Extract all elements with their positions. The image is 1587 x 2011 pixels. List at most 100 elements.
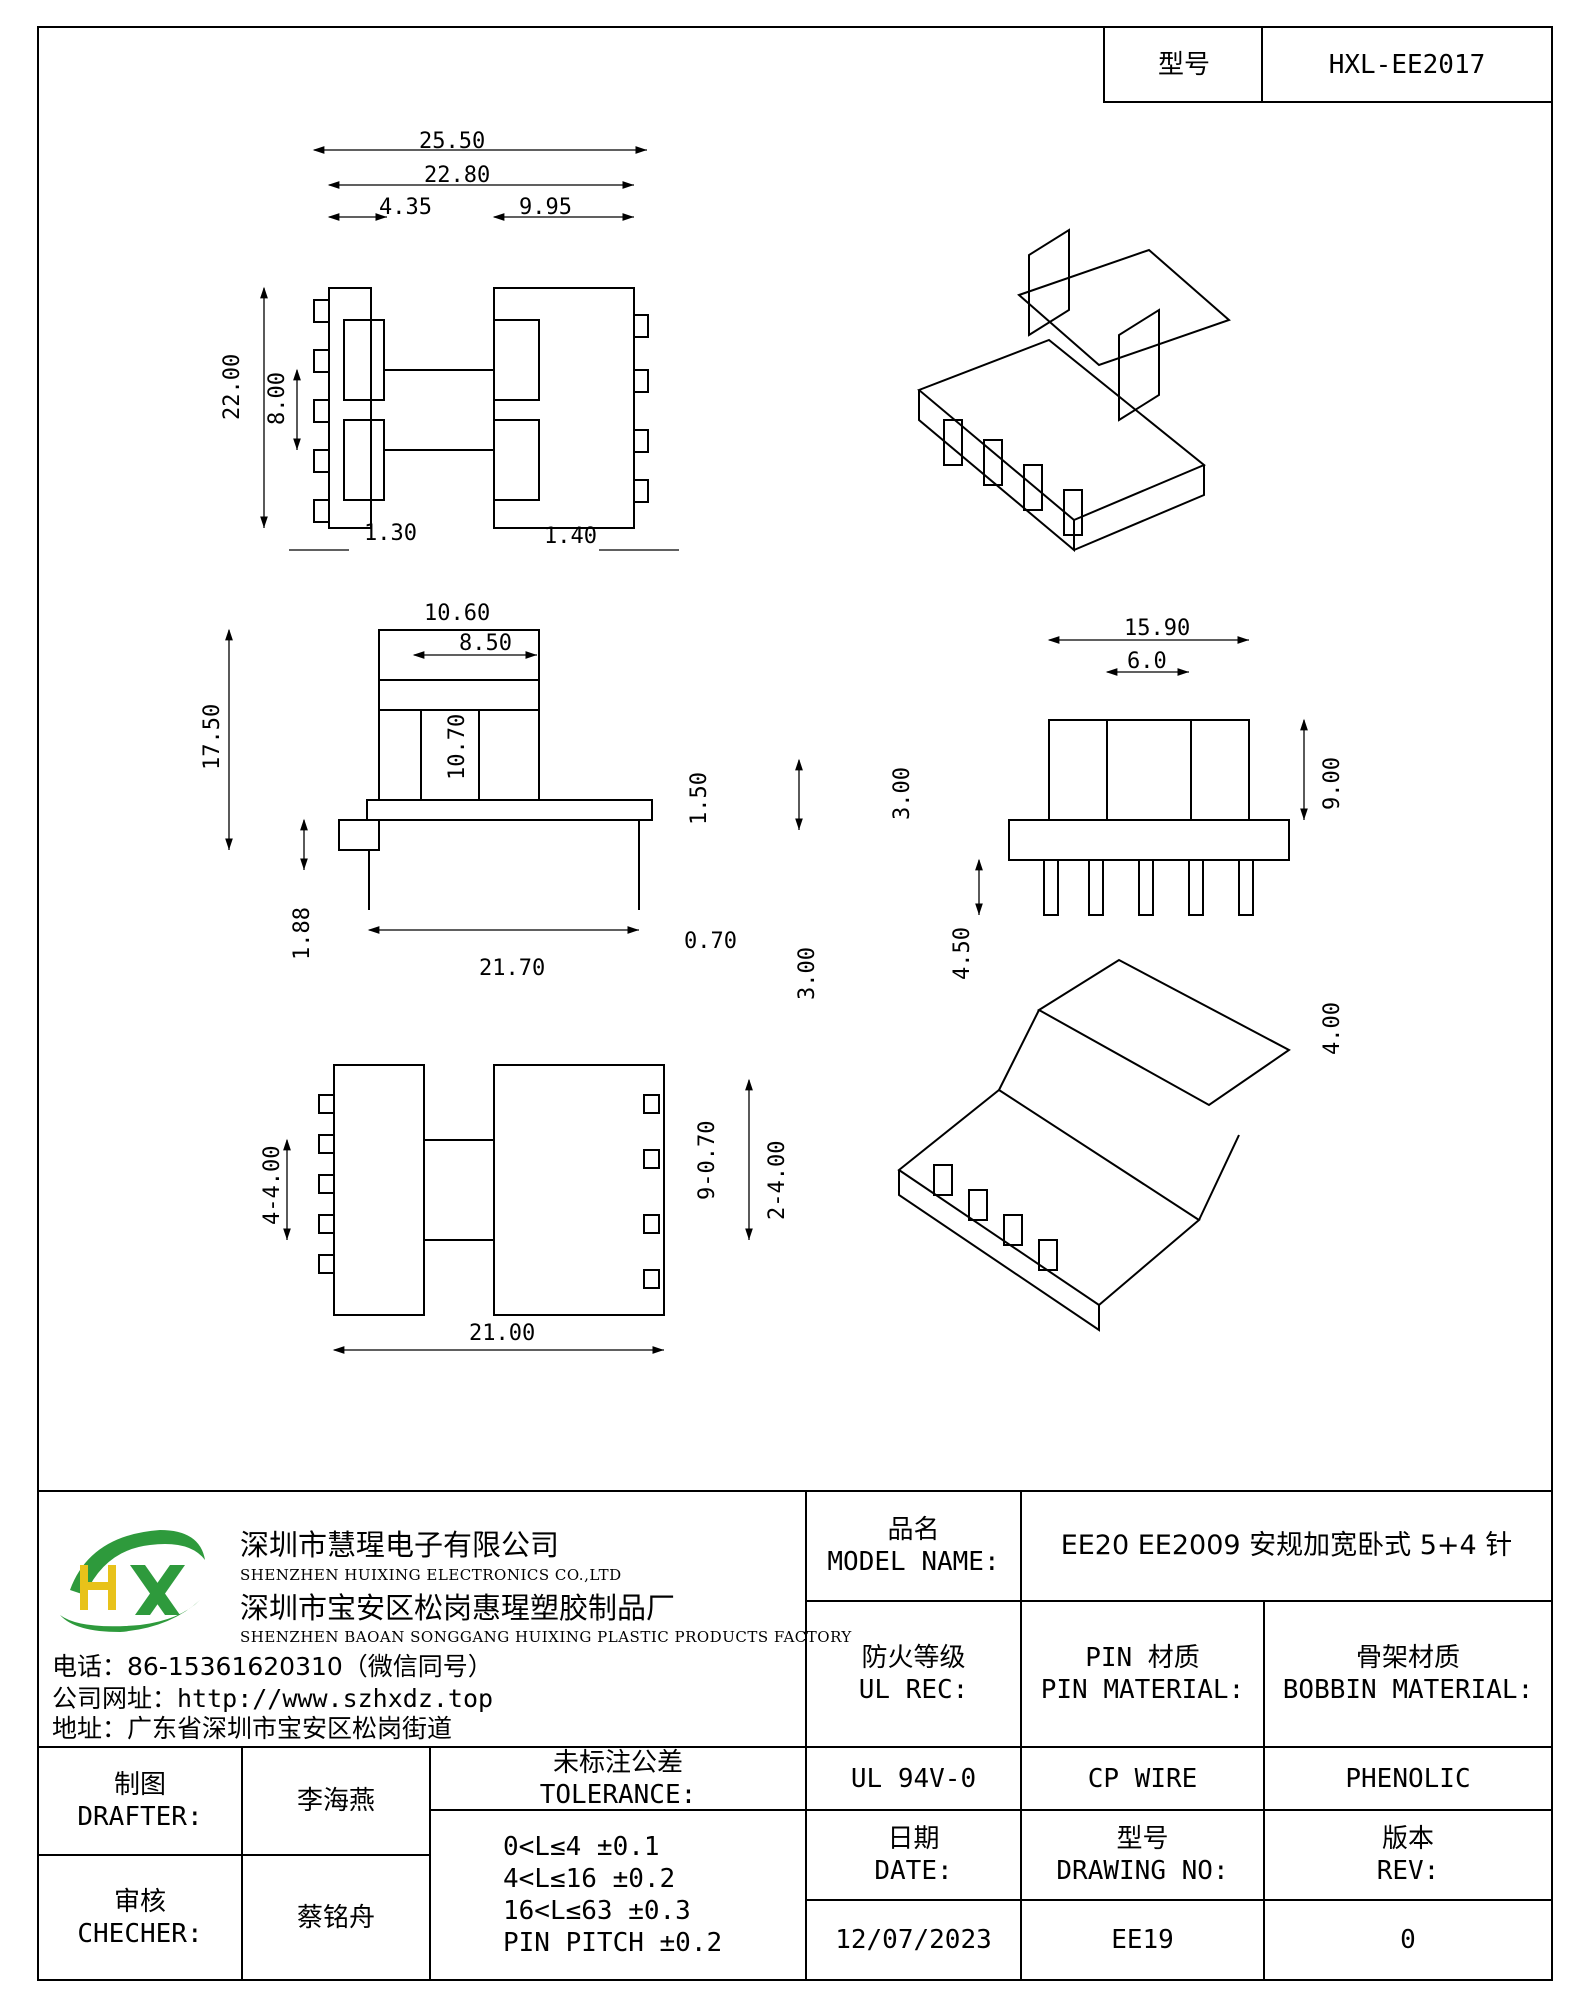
rev-value: 0 [1263,1899,1553,1981]
dim-V: 4.50 [950,927,975,980]
bobbin-material-value-text: PHENOLIC [1345,1763,1471,1794]
dim-U: 4.00 [1320,1002,1345,1055]
ul-rec-label: 防火等级 UL REC: [805,1600,1022,1748]
factory-name-cn: 深圳市宝安区松岗惠瑆塑胶制品厂 [240,1591,676,1625]
tolerance-line-4: PIN PITCH ±0.2 [503,1928,723,1958]
checker-value-text: 蔡铭舟 [296,1902,375,1933]
pin-material-value-text: CP WIRE [1087,1763,1198,1794]
dim-S: 6.0 [1127,649,1167,674]
dim-Q: 0.70 [684,929,737,954]
rev-value-text: 0 [1400,1925,1416,1955]
model-name-value-text: EE20 EE2009 安规加宽卧式 5+4 针 [1060,1530,1513,1561]
dim-stand: 3.00 [795,947,820,1000]
bottom-view: 4-4.00 2-4.00 9-0.70 21.00 [260,1064,790,1354]
dim-O: 21.70 [479,956,545,981]
ul-rec-label-en: UL REC: [858,1675,969,1705]
drawing-no-value-text: EE19 [1111,1925,1174,1955]
dim-M: 1.88 [290,907,315,960]
header-model-label-text: 型号 [1157,49,1210,80]
tolerance-label-cn: 未标注公差 [552,1747,683,1778]
dim-L: 17.50 [200,704,225,770]
checker-label-en: CHECHER: [77,1918,203,1949]
company-website: 公司网址：http://www.szhxdz.top [52,1684,494,1713]
dim-pins: 9-0.70 [695,1121,720,1200]
front-view: 10.60 8.50 10.70 17.50 1.88 21.70 1.50 0… [200,601,820,1000]
ul-rec-value: UL 94V-0 [805,1746,1022,1811]
header-model-value-text: HXL-EE2017 [1328,49,1486,80]
company-name-en: SHENZHEN HUIXING ELECTRONICS CO.,LTD [240,1566,622,1584]
dim-D: 9.95 [519,195,572,220]
model-name-value: EE20 EE2009 安规加宽卧式 5+4 针 [1020,1490,1553,1602]
dim-E: 22.00 [220,354,245,420]
pin-material-label-cn: PIN 材质 [1085,1643,1200,1673]
date-value: 12/07/2023 [805,1899,1022,1981]
pin-material-label-en: PIN MATERIAL: [1040,1675,1245,1705]
drafter-label-en: DRAFTER: [77,1802,203,1832]
dim-Z: 21.00 [469,1321,535,1346]
side-view: 15.90 6.0 9.00 4.00 4.50 3.00 [890,616,1345,1055]
checker-label: 审核 CHECHER: [37,1854,243,1981]
bobbin-material-label: 骨架材质 BOBBIN MATERIAL: [1263,1600,1553,1748]
date-value-text: 12/07/2023 [835,1925,992,1955]
drawing-no-label-cn: 型号 [1116,1824,1169,1854]
checker-label-cn: 审核 [113,1886,166,1917]
title-block-divider [37,1490,1553,1492]
drawing-no-value: EE19 [1020,1899,1265,1981]
drafter-value-text: 李海燕 [296,1786,375,1816]
checker-value: 蔡铭舟 [241,1854,431,1981]
iso-view-bottom [897,958,1291,1332]
model-name-label-cn: 品名 [887,1515,940,1545]
top-view: 25.50 22.80 4.35 9.95 22.00 8.00 1.30 1.… [220,129,679,551]
header-model-value: HXL-EE2017 [1261,26,1553,103]
bobbin-material-label-cn: 骨架材质 [1355,1643,1460,1673]
iso-view-top [917,228,1231,553]
dim-R: 15.90 [1124,616,1190,641]
drawing-no-label-en: DRAWING NO: [1056,1856,1229,1886]
dim-K: 10.70 [445,714,470,780]
drawing-no-label: 型号 DRAWING NO: [1020,1809,1265,1901]
rev-label-cn: 版本 [1381,1824,1434,1854]
dim-A: 25.50 [419,129,485,154]
company-logo [60,1530,205,1632]
dim-P: 1.50 [687,772,712,825]
rev-label: 版本 REV: [1263,1809,1553,1901]
company-address: 地址：广东省深圳市宝安区松岗街道 [52,1714,453,1743]
title-block-vertical-divider [805,1490,807,1748]
ul-rec-label-cn: 防火等级 [861,1643,966,1673]
bobbin-material-value: PHENOLIC [1263,1746,1553,1811]
bobbin-material-label-en: BOBBIN MATERIAL: [1282,1675,1534,1705]
dim-F: 8.00 [265,372,290,425]
pin-material-value: CP WIRE [1020,1746,1265,1811]
dim-B: 22.80 [424,163,490,188]
dim-G: 1.30 [364,521,417,546]
ul-rec-value-text: UL 94V-0 [850,1763,977,1794]
dim-Y: 2-4.00 [765,1141,790,1220]
model-name-label: 品名 MODEL NAME: [805,1490,1022,1602]
dim-side-stand: 3.00 [890,767,915,820]
drafter-value: 李海燕 [241,1746,431,1856]
header-model-label: 型号 [1103,26,1263,103]
company-name-cn: 深圳市慧瑆电子有限公司 [240,1528,560,1562]
tolerance-line-3: 16<L≤63 ±0.3 [503,1896,691,1926]
technical-drawing: 25.50 22.80 4.35 9.95 22.00 8.00 1.30 1.… [200,129,1345,1354]
tolerance-line-2: 4<L≤16 ±0.2 [503,1864,676,1894]
dim-J: 8.50 [459,631,512,656]
date-label-cn: 日期 [887,1824,940,1854]
drafter-label-cn: 制图 [113,1770,166,1800]
dim-T: 9.00 [1320,757,1345,810]
dim-X: 4-4.00 [260,1146,285,1225]
drafter-label: 制图 DRAFTER: [37,1746,243,1856]
pin-material-label: PIN 材质 PIN MATERIAL: [1020,1600,1265,1748]
tolerance-label-en: TOLERANCE: [539,1779,697,1810]
date-label: 日期 DATE: [805,1809,1022,1901]
tolerance-line-1: 0<L≤4 ±0.1 [503,1832,660,1862]
dim-H: 1.40 [544,524,597,549]
tolerance-table: 0<L≤4 ±0.1 4<L≤16 ±0.2 16<L≤63 ±0.3 PIN … [429,1809,807,1981]
factory-name-en: SHENZHEN BAOAN SONGGANG HUIXING PLASTIC … [240,1628,852,1646]
tolerance-label: 未标注公差 TOLERANCE: [429,1746,807,1811]
company-phone: 电话：86-15361620310（微信同号） [52,1652,493,1681]
rev-label-en: REV: [1376,1856,1440,1886]
dim-C: 4.35 [379,195,432,220]
model-name-label-en: MODEL NAME: [827,1547,1000,1577]
dim-I: 10.60 [424,601,490,626]
